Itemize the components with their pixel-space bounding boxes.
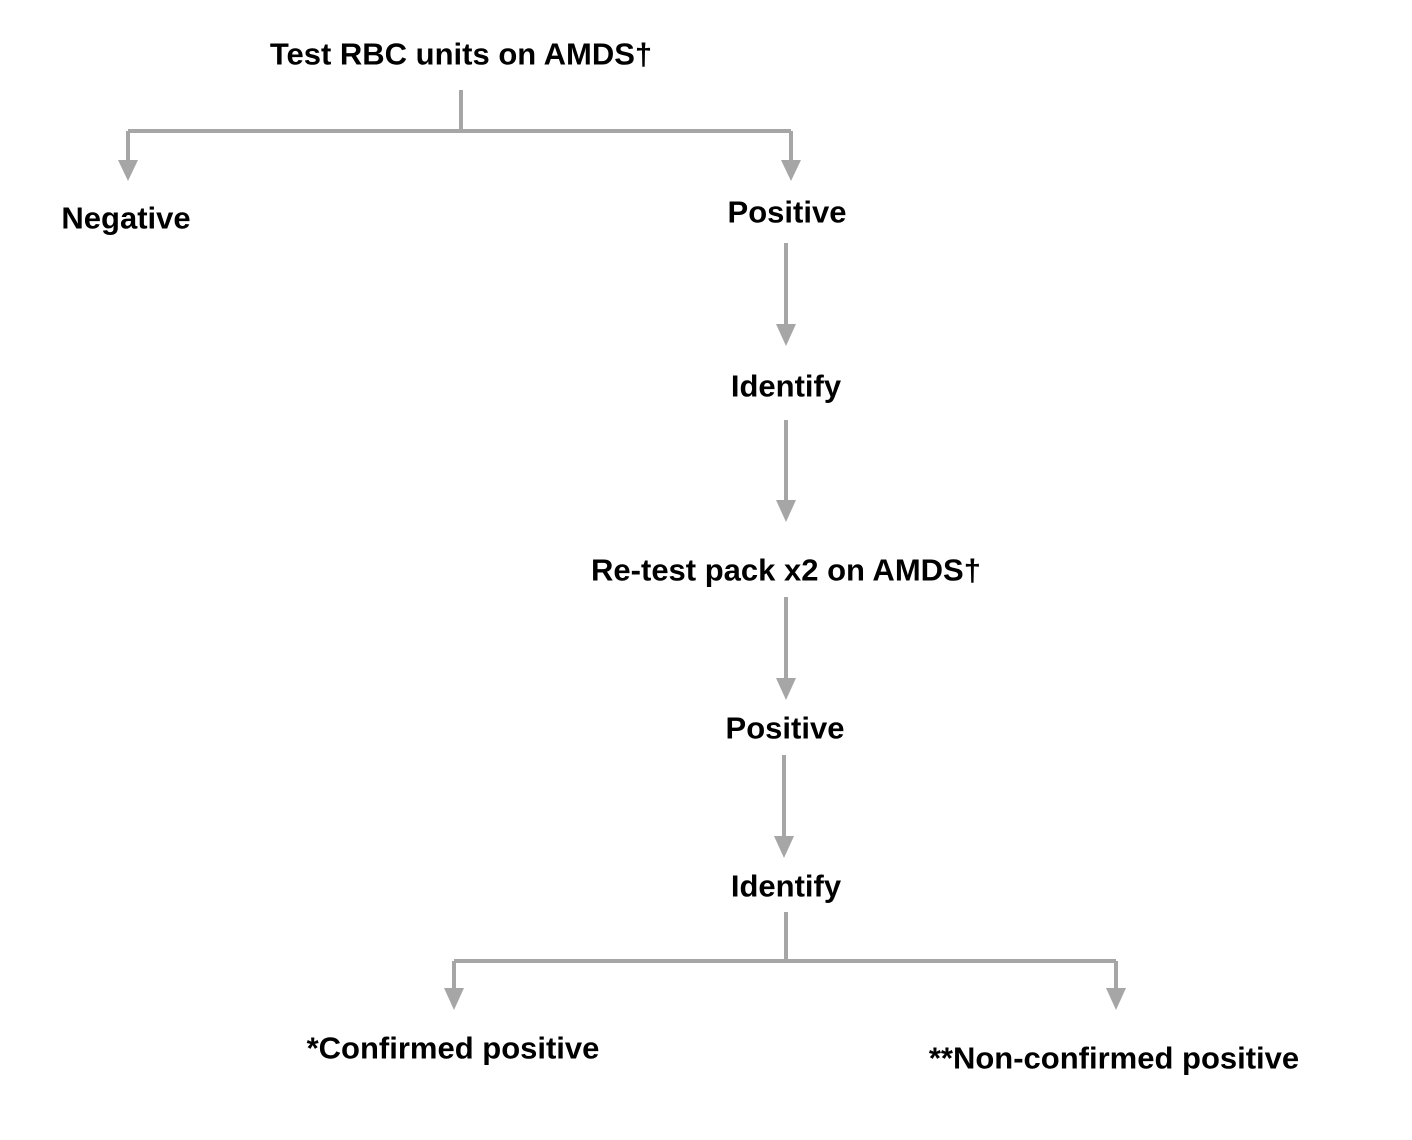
arrowhead-confirmed xyxy=(444,988,464,1010)
arrowhead-positive-1 xyxy=(781,160,801,181)
arrowhead-identify-1 xyxy=(776,324,796,346)
arrowhead-negative xyxy=(118,160,138,181)
node-negative: Negative xyxy=(61,200,191,236)
arrowhead-identify-2 xyxy=(774,836,794,858)
edge-identify2-split xyxy=(452,912,1118,990)
node-positive-2: Positive xyxy=(725,710,845,746)
node-confirmed-positive: *Confirmed positive xyxy=(306,1030,600,1066)
arrowhead-non-confirmed xyxy=(1106,988,1126,1010)
edge-start-split xyxy=(126,90,793,162)
node-positive-1: Positive xyxy=(727,194,847,230)
arrowhead-positive-2 xyxy=(776,678,796,700)
node-non-confirmed-positive: **Non-confirmed positive xyxy=(928,1040,1300,1076)
node-start: Test RBC units on AMDS† xyxy=(269,36,653,72)
node-identify-2: Identify xyxy=(730,868,842,904)
node-identify-1: Identify xyxy=(730,368,842,404)
arrowhead-retest xyxy=(776,500,796,522)
node-retest: Re-test pack x2 on AMDS† xyxy=(591,552,981,588)
